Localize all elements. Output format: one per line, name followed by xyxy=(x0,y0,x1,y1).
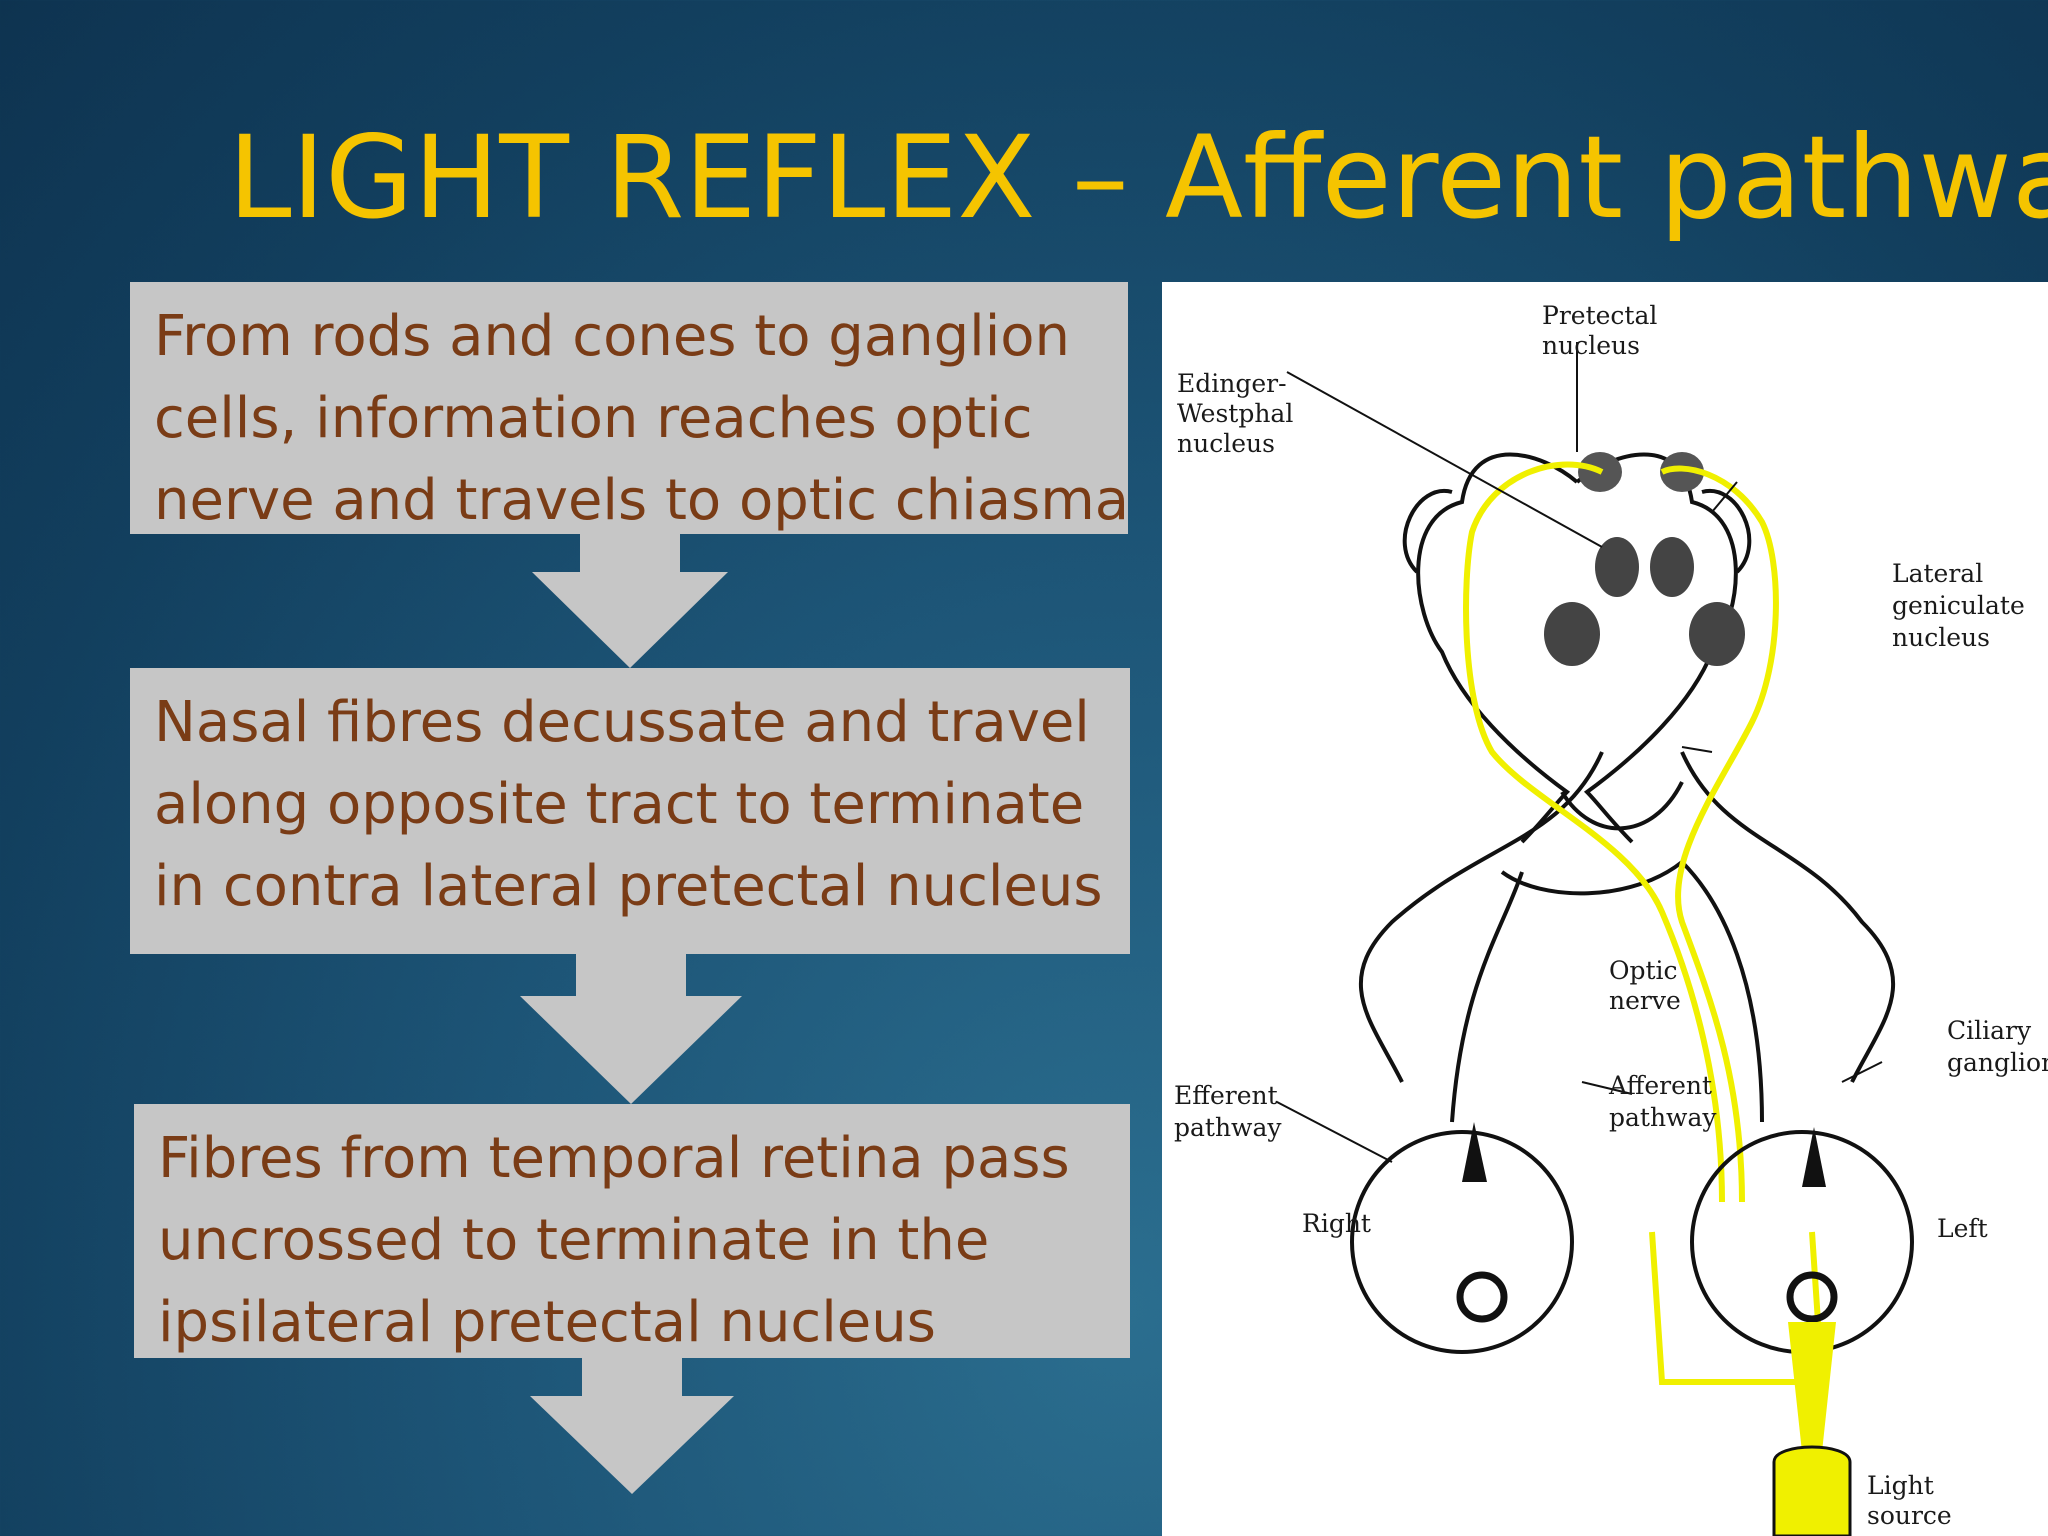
flow-step-2: Nasal fibres decussate and travel along … xyxy=(130,668,1130,954)
label-lgn-2: geniculate xyxy=(1892,591,2025,620)
flow-step-3-line-1: Fibres from temporal retina pass xyxy=(158,1126,1070,1191)
label-edinger-westphal-2: Westphal xyxy=(1177,399,1293,428)
slide-title: LIGHT REFLEX – Afferent pathway xyxy=(228,111,2048,244)
flow-step-1: From rods and cones to ganglion cells, i… xyxy=(130,282,1129,534)
light-source-bulb xyxy=(1772,1445,1852,1536)
down-arrow-1 xyxy=(532,534,728,668)
pretectal-nucleus-right xyxy=(1660,452,1704,492)
label-afferent-2: pathway xyxy=(1609,1103,1717,1132)
flow-step-3-line-2: uncrossed to terminate in the xyxy=(158,1208,990,1273)
flow-step-1-line-1: From rods and cones to ganglion xyxy=(154,304,1071,369)
label-efferent-1: Efferent xyxy=(1174,1081,1278,1110)
label-left: Left xyxy=(1937,1214,1988,1243)
label-light-source-2: source xyxy=(1867,1501,1952,1530)
label-right: Right xyxy=(1302,1209,1371,1238)
lgn-right xyxy=(1689,602,1745,666)
ew-nucleus-right xyxy=(1650,537,1694,597)
flow-step-2-line-1: Nasal fibres decussate and travel xyxy=(154,690,1090,755)
flow-step-3: Fibres from temporal retina pass uncross… xyxy=(134,1104,1130,1358)
ew-nucleus-left xyxy=(1595,537,1639,597)
label-ciliary-2: ganglion xyxy=(1947,1048,2048,1077)
label-afferent-1: Afferent xyxy=(1608,1071,1712,1100)
label-efferent-2: pathway xyxy=(1174,1113,1282,1142)
label-lgn-1: Lateral xyxy=(1892,559,1983,588)
flow-step-1-line-3: nerve and travels to optic chiasma xyxy=(154,468,1130,533)
eye-right xyxy=(1350,1130,1574,1354)
afferent-pathway-yellow xyxy=(1463,461,1826,1385)
label-optic-nerve-2: nerve xyxy=(1609,986,1681,1015)
flow-step-3-line-3: ipsilateral pretectal nucleus xyxy=(158,1290,936,1355)
label-edinger-westphal-1: Edinger- xyxy=(1177,369,1287,398)
eye-left xyxy=(1690,1130,1914,1354)
down-arrow-3 xyxy=(530,1358,734,1494)
flow-step-2-line-3: in contra lateral pretectal nucleus xyxy=(154,854,1103,919)
optic-nerves xyxy=(1358,751,1896,1123)
label-ciliary-1: Ciliary xyxy=(1947,1016,2032,1045)
label-optic-nerve-1: Optic xyxy=(1609,956,1678,985)
label-edinger-westphal-3: nucleus xyxy=(1177,429,1275,458)
label-lgn-3: nucleus xyxy=(1892,623,1990,652)
flow-step-2-line-2: along opposite tract to terminate xyxy=(154,772,1085,837)
light-reflex-diagram: Pretectal nucleus Edinger- Westphal nucl… xyxy=(1162,282,2048,1536)
leader-lines xyxy=(1276,342,1883,1163)
label-pretectal-2: nucleus xyxy=(1542,331,1640,360)
optic-disc-right xyxy=(1462,1122,1487,1182)
optic-disc-left xyxy=(1802,1127,1826,1187)
label-light-source-1: Light xyxy=(1867,1471,1934,1500)
light-beam xyxy=(1788,1322,1836,1452)
label-pretectal: Pretectal xyxy=(1542,301,1657,330)
down-arrow-2 xyxy=(520,954,742,1104)
flow-step-1-line-2: cells, information reaches optic xyxy=(154,386,1033,451)
lgn-left xyxy=(1544,602,1600,666)
